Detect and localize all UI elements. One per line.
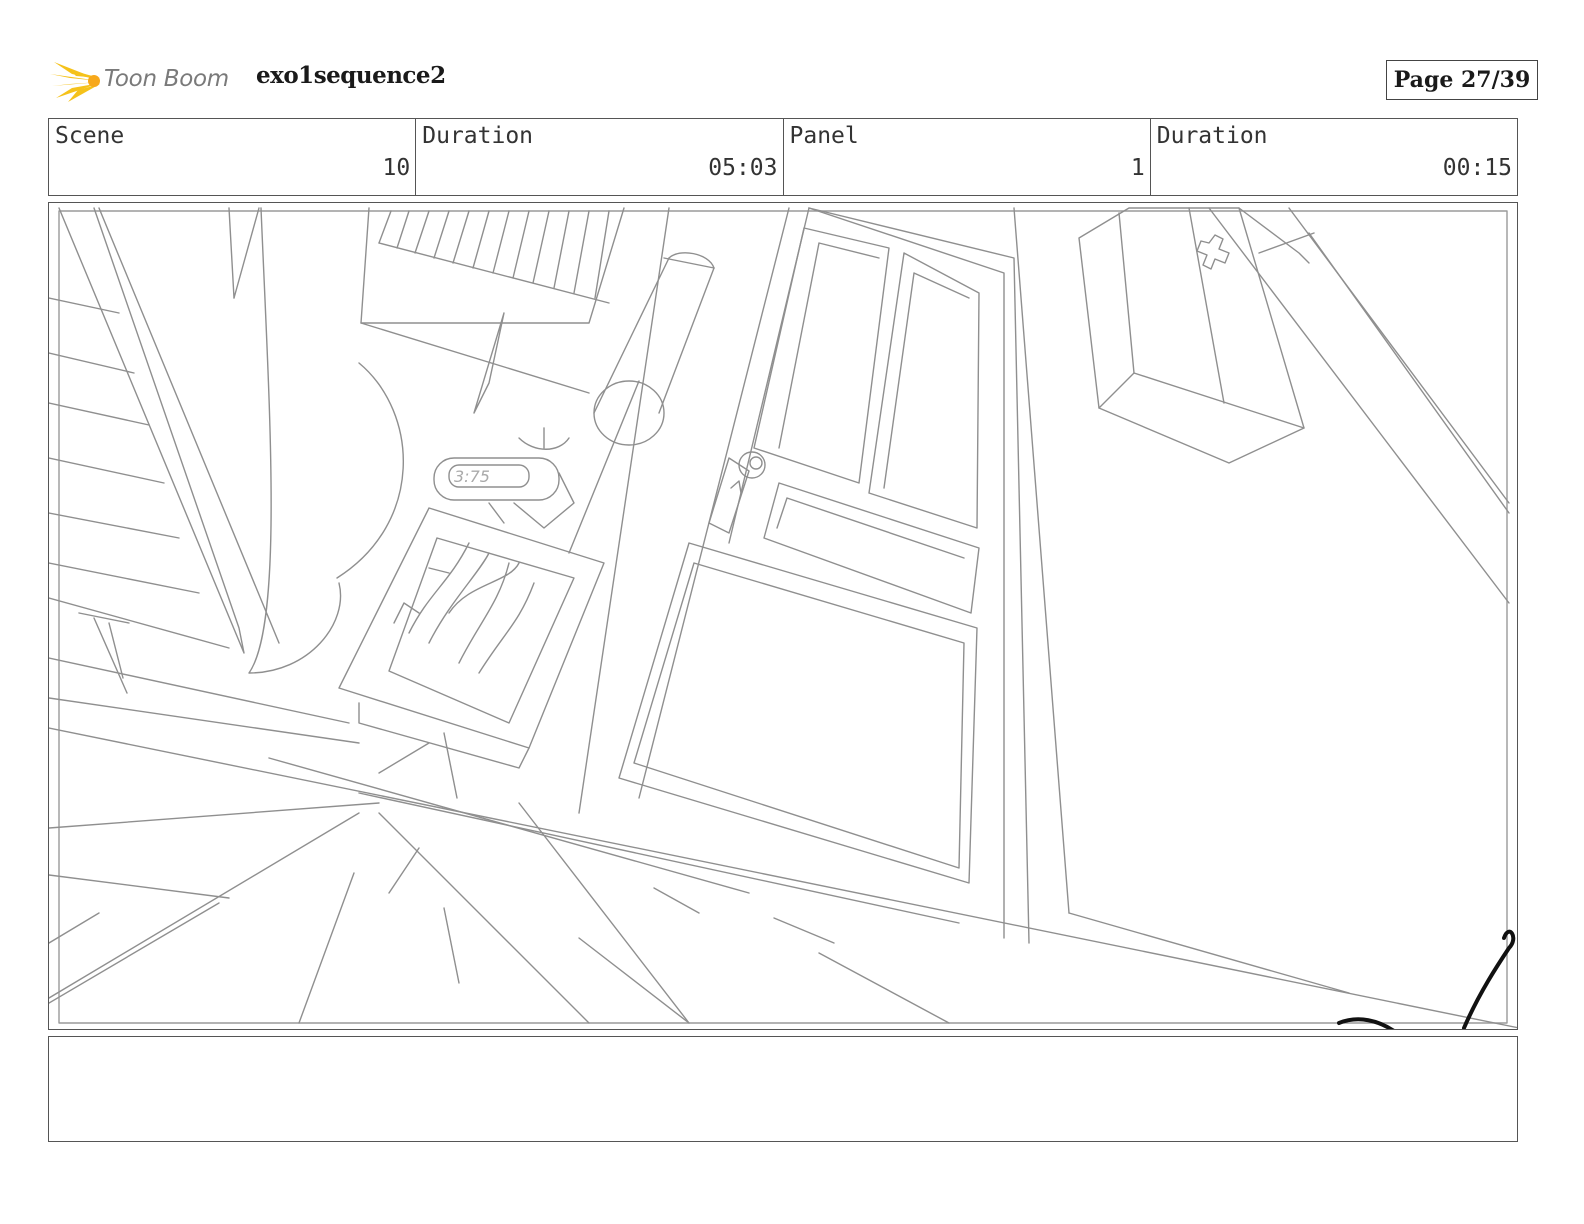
sunburst-icon <box>50 62 100 102</box>
page-indicator: Page 27/39 <box>1386 60 1538 100</box>
panel-label: Panel <box>789 123 859 149</box>
toon-boom-logo: Toon Boom <box>50 56 240 106</box>
panel-duration-value: 00:15 <box>1442 155 1512 181</box>
logo-text: Toon Boom <box>104 66 229 92</box>
scene-duration-label: Duration <box>422 123 534 149</box>
panel-duration-label: Duration <box>1156 123 1268 149</box>
panel-duration-cell: Duration 00:15 <box>1151 119 1517 195</box>
document-title: exo1sequence2 <box>256 62 446 89</box>
scene-value: 10 <box>382 155 411 181</box>
panel-sketch: 3:75 <box>49 207 1517 1029</box>
storyboard-panel: 3:75 <box>48 202 1518 1030</box>
panel-value: 1 <box>1130 155 1145 181</box>
scene-label: Scene <box>55 123 125 149</box>
panel-cell: Panel 1 <box>784 119 1151 195</box>
scene-info-table: Scene 10 Duration 05:03 Panel 1 Duration… <box>48 118 1518 196</box>
panel-notes-box <box>48 1036 1518 1142</box>
clock-display: 3:75 <box>454 467 490 486</box>
scene-duration-cell: Duration 05:03 <box>416 119 784 195</box>
scene-cell: Scene 10 <box>49 119 417 195</box>
scene-duration-value: 05:03 <box>708 155 778 181</box>
